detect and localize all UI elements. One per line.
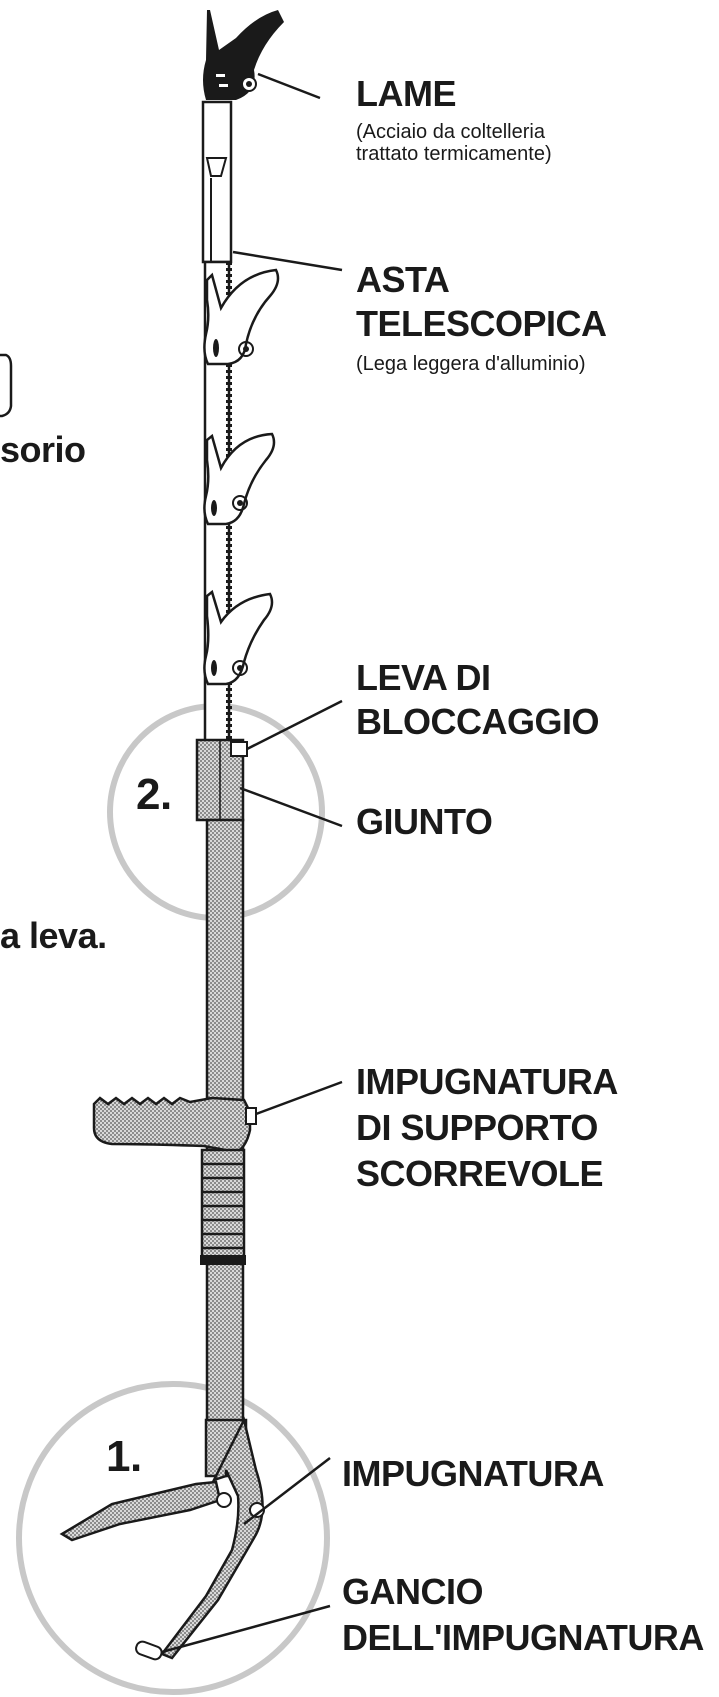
ghost-blade-2 bbox=[203, 432, 276, 526]
label-impugnatura: IMPUGNATURA bbox=[342, 1453, 604, 1494]
ribbed-handle bbox=[200, 1148, 246, 1265]
label-impugnatura-supporto-2: DI SUPPORTO bbox=[356, 1107, 598, 1148]
sliding-support-grip bbox=[92, 1096, 257, 1154]
blade-head bbox=[203, 10, 284, 100]
callout-number-1: 1. bbox=[106, 1432, 142, 1481]
ghost-blade-1 bbox=[203, 268, 280, 366]
joint bbox=[195, 738, 248, 822]
cropped-accessory-text: sorio bbox=[0, 429, 86, 470]
bottom-grip bbox=[59, 1416, 265, 1661]
cropped-lever-text: a leva. bbox=[0, 915, 107, 956]
label-asta: ASTA bbox=[356, 259, 450, 300]
label-bloccaggio: BLOCCAGGIO bbox=[356, 701, 600, 742]
label-asta-note: (Lega leggera d'alluminio) bbox=[356, 353, 586, 375]
accessory-icon-cropped bbox=[0, 353, 13, 418]
detail-circle-1 bbox=[16, 1381, 330, 1695]
callout-number-2: 2. bbox=[136, 770, 172, 819]
label-giunto: GIUNTO bbox=[356, 801, 493, 842]
label-gancio: GANCIO bbox=[342, 1571, 484, 1612]
label-impugnatura-supporto-3: SCORREVOLE bbox=[356, 1153, 604, 1194]
label-impugnatura-supporto-1: IMPUGNATURA bbox=[356, 1061, 618, 1102]
label-lame-note-2: trattato termicamente) bbox=[356, 143, 552, 165]
label-leva-di: LEVA DI bbox=[356, 657, 491, 698]
label-telescopica: TELESCOPICA bbox=[356, 303, 607, 344]
ghost-blade-3 bbox=[203, 589, 274, 686]
label-lame-note-1: (Acciaio da coltelleria bbox=[356, 121, 545, 143]
label-dell-impugnatura: DELL'IMPUGNATURA bbox=[342, 1617, 704, 1658]
leader-lines bbox=[161, 72, 343, 1654]
label-lame: LAME bbox=[356, 73, 457, 114]
